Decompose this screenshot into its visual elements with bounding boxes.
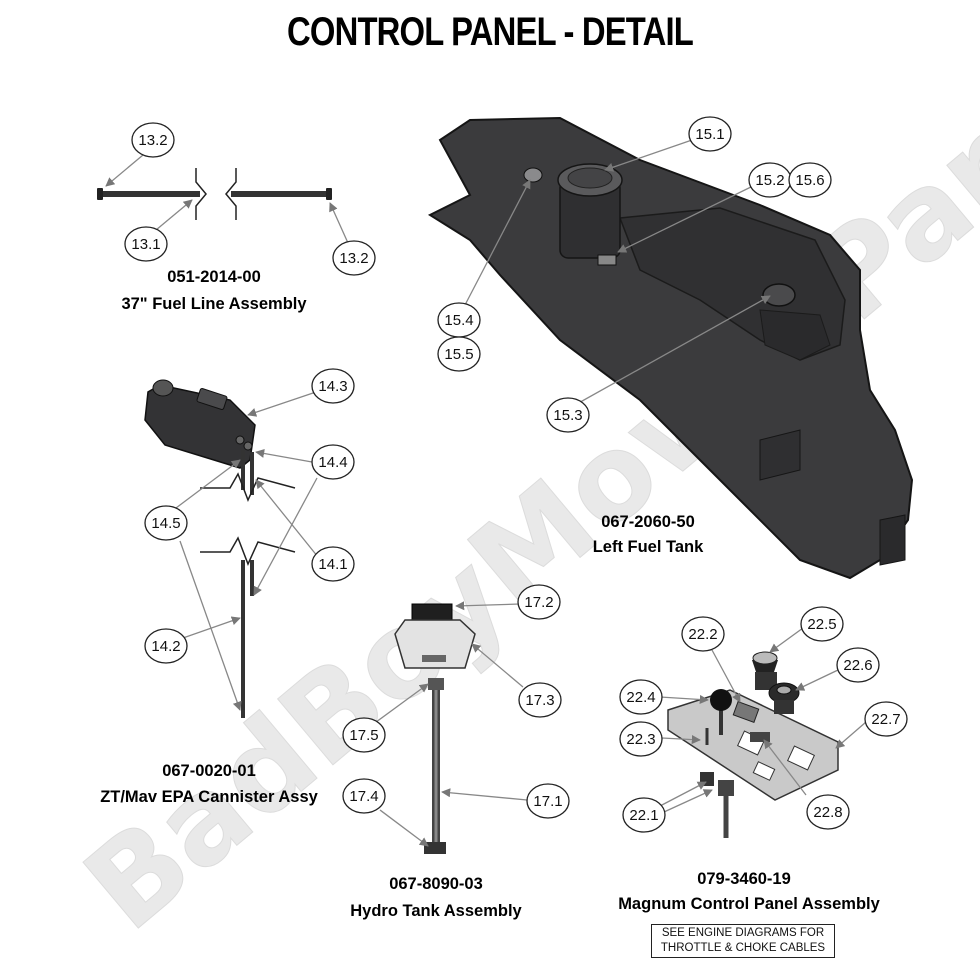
- page-title: CONTROL PANEL - DETAIL: [287, 10, 694, 54]
- svg-text:22.1: 22.1: [629, 807, 658, 824]
- svg-text:13.1: 13.1: [131, 236, 160, 253]
- svg-text:15.2: 15.2: [755, 172, 784, 189]
- callout-17-5: 17.5: [342, 717, 386, 753]
- note-line-2: THROTTLE & CHOKE CABLES: [660, 942, 826, 954]
- svg-text:15.5: 15.5: [444, 346, 473, 363]
- callout-17-4: 17.4: [342, 778, 386, 814]
- svg-text:17.4: 17.4: [349, 788, 378, 805]
- callout-15-4: 15.4: [437, 302, 481, 338]
- svg-text:14.3: 14.3: [318, 378, 347, 395]
- svg-text:14.1: 14.1: [318, 556, 347, 573]
- callout-13-2-top: 13.2: [131, 122, 175, 158]
- engine-diagram-note: SEE ENGINE DIAGRAMS FOR THROTTLE & CHOKE…: [651, 924, 835, 958]
- leader-lines: [105, 139, 867, 847]
- svg-text:22.8: 22.8: [813, 804, 842, 821]
- svg-text:22.7: 22.7: [871, 711, 900, 728]
- hydro-tank-part-number: 067-8090-03: [389, 875, 483, 893]
- callout-22-6: 22.6: [836, 647, 880, 683]
- svg-text:17.2: 17.2: [524, 594, 553, 611]
- svg-text:13.2: 13.2: [138, 132, 167, 149]
- callout-15-2: 15.2: [748, 162, 792, 198]
- hydro-tank-illustration: [394, 603, 476, 854]
- fuel-tank-part-number: 067-2060-50: [601, 513, 695, 531]
- callout-15-1: 15.1: [688, 116, 732, 152]
- callout-22-8: 22.8: [806, 794, 850, 830]
- fuel-line-part-number: 051-2014-00: [167, 268, 261, 286]
- svg-text:15.3: 15.3: [553, 407, 582, 424]
- svg-text:15.4: 15.4: [444, 312, 473, 329]
- callout-15-5: 15.5: [437, 336, 481, 372]
- callout-17-2: 17.2: [517, 584, 561, 620]
- callout-17-3: 17.3: [518, 682, 562, 718]
- cannister-name: ZT/Mav EPA Cannister Assy: [100, 788, 318, 806]
- svg-text:17.1: 17.1: [533, 793, 562, 810]
- svg-text:22.5: 22.5: [807, 616, 836, 633]
- svg-text:14.4: 14.4: [318, 454, 347, 471]
- control-panel-name: Magnum Control Panel Assembly: [618, 895, 880, 913]
- svg-text:22.6: 22.6: [843, 657, 872, 674]
- callout-22-7: 22.7: [864, 701, 908, 737]
- callout-14-5: 14.5: [144, 505, 188, 541]
- callout-14-4: 14.4: [311, 444, 355, 480]
- hydro-tank-name: Hydro Tank Assembly: [350, 902, 522, 920]
- note-line-1: SEE ENGINE DIAGRAMS FOR: [661, 927, 825, 939]
- svg-text:22.2: 22.2: [688, 626, 717, 643]
- callout-22-3: 22.3: [619, 721, 663, 757]
- svg-text:22.4: 22.4: [626, 689, 655, 706]
- callout-22-4: 22.4: [619, 679, 663, 715]
- svg-text:17.5: 17.5: [349, 727, 378, 744]
- callout-22-1: 22.1: [622, 797, 666, 833]
- svg-text:15.6: 15.6: [795, 172, 824, 189]
- svg-text:22.3: 22.3: [626, 731, 655, 748]
- callout-15-6: 15.6: [788, 162, 832, 198]
- cannister-part-number: 067-0020-01: [162, 762, 256, 780]
- svg-text:13.2: 13.2: [339, 250, 368, 267]
- callout-13-1: 13.1: [124, 226, 168, 262]
- fuel-line-illustration: [97, 168, 332, 220]
- svg-text:17.3: 17.3: [525, 692, 554, 709]
- fuel-line-name: 37" Fuel Line Assembly: [121, 295, 307, 313]
- control-panel-part-number: 079-3460-19: [697, 870, 791, 888]
- callout-17-1: 17.1: [526, 783, 570, 819]
- fuel-tank-illustration: [427, 116, 914, 580]
- callout-22-2: 22.2: [681, 616, 725, 652]
- callout-14-3: 14.3: [311, 368, 355, 404]
- callout-14-2: 14.2: [144, 628, 188, 664]
- control-panel-illustration: [667, 651, 839, 838]
- callout-14-1: 14.1: [311, 546, 355, 582]
- svg-text:14.5: 14.5: [151, 515, 180, 532]
- callout-22-5: 22.5: [800, 606, 844, 642]
- callout-15-3: 15.3: [546, 397, 590, 433]
- callout-13-2-bottom: 13.2: [332, 240, 376, 276]
- svg-text:14.2: 14.2: [151, 638, 180, 655]
- cannister-illustration: [144, 379, 296, 718]
- fuel-tank-name: Left Fuel Tank: [593, 538, 704, 556]
- svg-text:15.1: 15.1: [695, 126, 724, 143]
